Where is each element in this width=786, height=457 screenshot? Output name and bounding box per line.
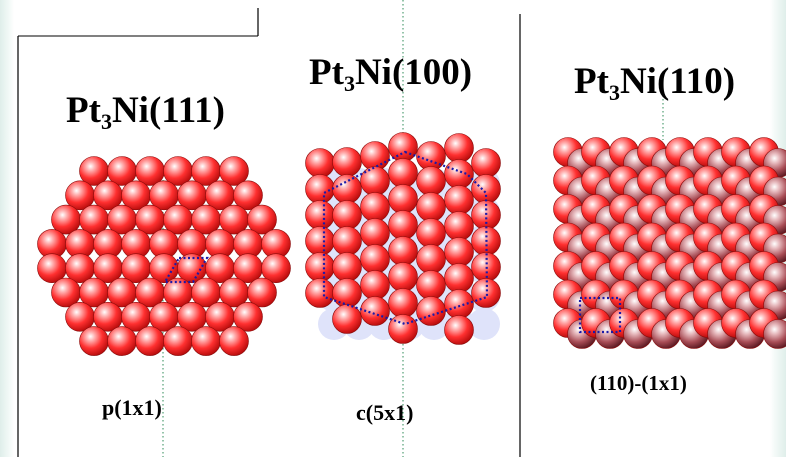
title-111: Pt3Ni(111): [66, 90, 225, 133]
atom-100: [360, 244, 390, 274]
pt3ni-111-unit-cell: [163, 256, 209, 284]
title-111-prefix: Pt: [66, 90, 101, 131]
atom-100: [360, 141, 390, 171]
unit-cell-outline: [578, 296, 622, 334]
atom-100: [416, 192, 446, 222]
unit-cell-outline: [322, 150, 489, 326]
atom-100: [388, 288, 418, 318]
atom-100: [305, 226, 335, 256]
atom-100: [360, 166, 390, 196]
atom-100: [416, 270, 446, 300]
title-111-suffix: Ni(111): [111, 90, 225, 131]
atom-111: [107, 326, 137, 356]
pt3ni-110-unit-cell: [578, 296, 622, 334]
atom-100: [444, 237, 474, 267]
atom-100: [388, 236, 418, 266]
atom-100: [305, 148, 335, 178]
atom-100: [332, 226, 362, 256]
atom-100: [332, 200, 362, 230]
atom-100: [332, 278, 362, 308]
title-100: Pt3Ni(100): [309, 52, 473, 95]
cell-label-100: c(5x1): [356, 400, 414, 425]
title-111-subscript: 3: [100, 109, 112, 134]
atom-100: [416, 166, 446, 196]
title-110-prefix: Pt: [574, 61, 609, 102]
atom-100: [305, 252, 335, 282]
atom-100: [360, 192, 390, 222]
atom-100: [444, 211, 474, 241]
atom-100: [444, 159, 474, 189]
atom-100: [471, 278, 501, 308]
atom-100: [332, 252, 362, 282]
atom-100: [471, 174, 501, 204]
pt3ni-100-atoms: [305, 132, 501, 345]
atom-100: [360, 270, 390, 300]
atom-100: [416, 244, 446, 274]
title-110-subscript: 3: [608, 80, 620, 105]
title-100-subscript: 3: [343, 71, 355, 96]
cell-label-111: p(1x1): [102, 395, 162, 420]
atom-100: [360, 218, 390, 248]
title-100-suffix: Ni(100): [354, 52, 473, 93]
atom-100: [444, 315, 474, 345]
atom-110-upper: [763, 319, 786, 349]
atom-100: [388, 184, 418, 214]
left-edge-panel: [0, 0, 14, 457]
atom-111: [135, 326, 165, 356]
atom-111: [219, 326, 249, 356]
title-100-prefix: Pt: [309, 52, 344, 93]
atom-100: [444, 133, 474, 163]
atom-100: [332, 304, 362, 334]
atom-111: [233, 180, 263, 211]
atom-100: [388, 314, 418, 344]
atom-100: [471, 148, 501, 178]
cell-label-110: (110)-(1x1): [590, 371, 687, 395]
unit-cell-outline: [163, 256, 209, 284]
underlayer-atom: [468, 308, 500, 340]
panel-dividers: [17, 8, 521, 457]
atom-100: [416, 218, 446, 248]
atom-100: [332, 174, 362, 204]
pt3ni-110-atoms: [553, 137, 786, 349]
atom-111: [247, 277, 277, 308]
atom-100: [332, 147, 362, 177]
atom-100: [305, 200, 335, 230]
atom-100: [305, 278, 335, 308]
atom-111: [79, 326, 109, 356]
atom-111: [247, 204, 277, 235]
atom-111: [261, 253, 291, 284]
atom-100: [388, 158, 418, 188]
atom-100: [416, 141, 446, 171]
atom-111: [219, 156, 249, 186]
atom-100: [388, 262, 418, 292]
atom-100: [444, 263, 474, 293]
atom-100: [388, 210, 418, 240]
title-110: Pt3Ni(110): [574, 61, 736, 104]
atom-111: [191, 326, 221, 356]
atom-100: [305, 174, 335, 204]
title-110-suffix: Ni(110): [619, 61, 736, 102]
pt3ni-111-atoms: [37, 156, 291, 356]
atom-100: [444, 289, 474, 319]
atom-100: [444, 185, 474, 215]
atom-100: [360, 296, 390, 326]
atom-111: [163, 326, 193, 356]
atom-111: [233, 301, 263, 332]
pt3ni-100-unit-cell: [322, 150, 489, 326]
